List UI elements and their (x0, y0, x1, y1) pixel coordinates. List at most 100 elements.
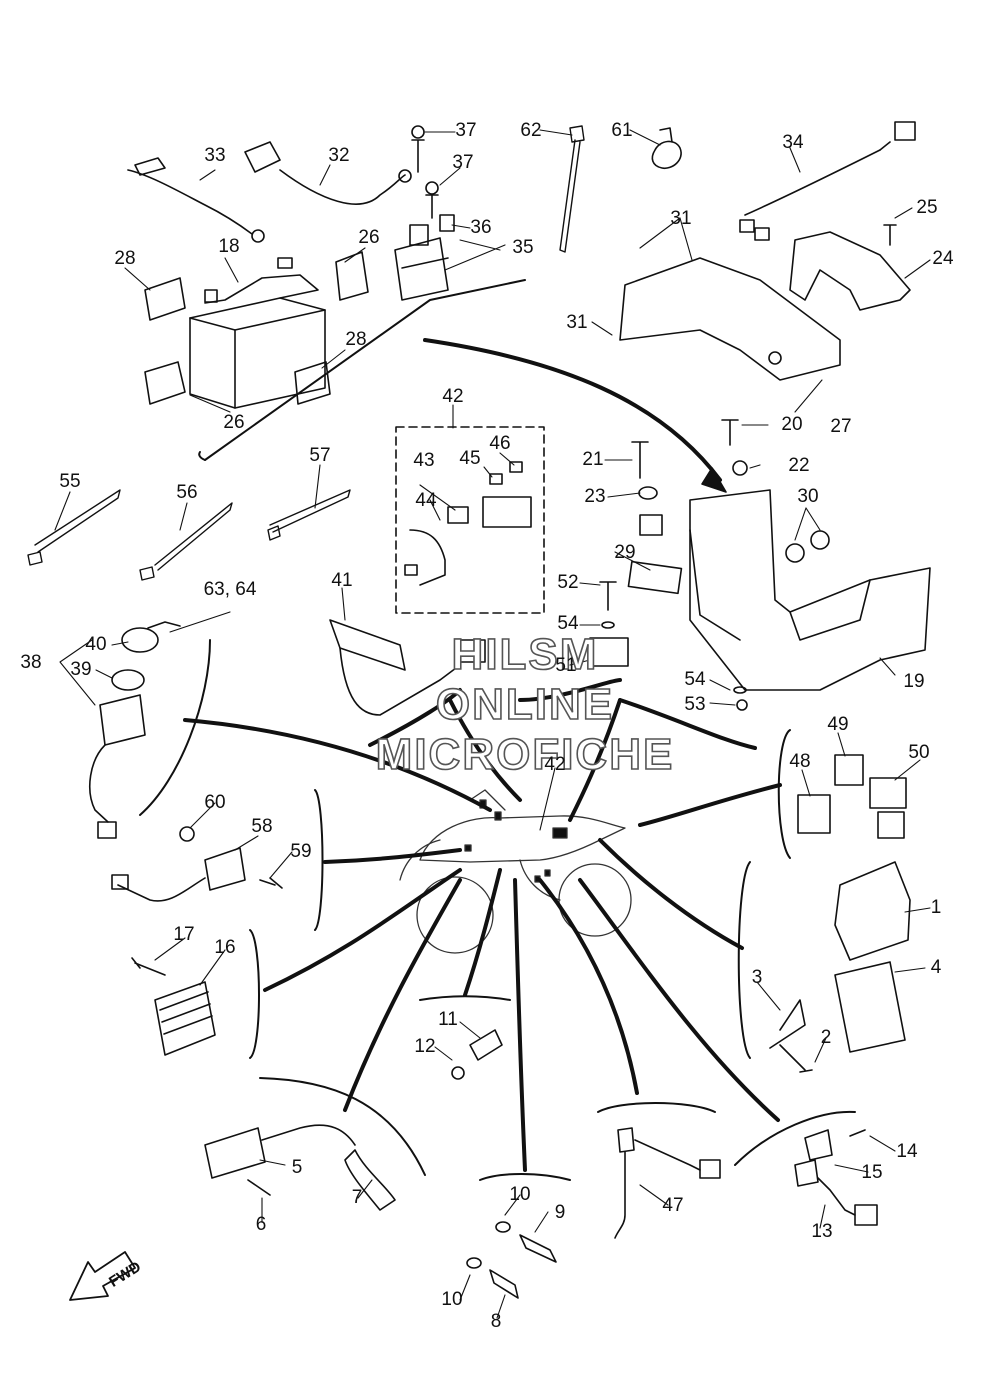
callout-37b: 37 (452, 152, 474, 173)
callout-16: 16 (214, 937, 236, 958)
callout-1: 1 (930, 897, 942, 918)
sidestand-switch-icon (794, 1129, 878, 1226)
callout-57: 57 (309, 445, 331, 466)
callout-35: 35 (512, 237, 534, 258)
callout-52: 52 (557, 572, 579, 593)
battery-box-icon (627, 419, 931, 691)
cdi-unit-icon (769, 861, 911, 1073)
callout-41: 41 (331, 570, 353, 591)
callout-17: 17 (173, 924, 195, 945)
watermark-line-1: HILSM (451, 629, 599, 680)
callout-50: 50 (908, 742, 930, 763)
callout-38: 38 (20, 652, 42, 673)
callout-54a: 54 (557, 613, 579, 634)
sub-lead-icon (739, 121, 916, 241)
callout-46: 46 (489, 433, 511, 454)
callout-28b: 28 (345, 329, 367, 350)
callout-10a: 10 (509, 1184, 531, 1205)
callout-48: 48 (789, 751, 811, 772)
callout-56: 56 (176, 482, 198, 503)
callout-34: 34 (782, 132, 804, 153)
callout-51: 51 (555, 655, 577, 676)
callout-18: 18 (218, 236, 240, 257)
callout-2: 2 (820, 1027, 832, 1048)
callout-44: 44 (415, 490, 437, 511)
callout-23: 23 (584, 486, 606, 507)
level-switch-icon (614, 1127, 721, 1239)
callout-55: 55 (59, 471, 81, 492)
main-switch-icon (89, 621, 181, 839)
relay-set-icon (797, 754, 907, 839)
callout-4: 4 (930, 957, 942, 978)
bracket-icon (619, 224, 911, 381)
callout-15: 15 (861, 1162, 883, 1183)
callout-59: 59 (290, 841, 312, 862)
callout-3: 3 (751, 967, 763, 988)
callout-47: 47 (662, 1195, 684, 1216)
battery-cable-icons (127, 141, 412, 243)
group-brackets (139, 279, 856, 1181)
relay-icon (394, 125, 455, 301)
callout-37a: 37 (455, 120, 477, 141)
callout-26b: 26 (223, 412, 245, 433)
rectifier-icon (131, 957, 216, 1056)
callout-40: 40 (85, 634, 107, 655)
callout-31b: 31 (566, 312, 588, 333)
callout-42b: 42 (544, 754, 566, 775)
callout-63-64: 63, 64 (203, 579, 257, 600)
harness-subassembly-parts (404, 461, 532, 586)
lean-angle-sensor-icon (111, 826, 283, 902)
callout-12: 12 (414, 1036, 436, 1057)
callout-49: 49 (827, 714, 849, 735)
headlight-unit-icon (329, 619, 486, 716)
callout-61: 61 (611, 120, 633, 141)
callout-24: 24 (932, 248, 954, 269)
callout-43: 43 (413, 450, 435, 471)
callout-6: 6 (255, 1214, 267, 1235)
speed-sensor-icon (451, 1029, 503, 1080)
watermark-line-2: ONLINE (435, 679, 615, 730)
callout-10b: 10 (441, 1289, 463, 1310)
callout-32: 32 (328, 145, 350, 166)
callout-45: 45 (459, 448, 481, 469)
callout-7: 7 (351, 1187, 363, 1208)
ignition-coil-icon (204, 1124, 396, 1211)
callout-21: 21 (582, 449, 604, 470)
watermark-line-3: MICROFICHE (375, 729, 675, 780)
callout-leader-lines (54, 129, 931, 1319)
callout-25: 25 (916, 197, 938, 218)
callout-30: 30 (797, 486, 819, 507)
callout-31a: 31 (670, 208, 692, 229)
callout-11: 11 (438, 1009, 458, 1030)
callout-42a: 42 (442, 386, 464, 407)
callout-60: 60 (204, 792, 226, 813)
harness-arrowhead (701, 467, 727, 493)
callout-53: 53 (684, 694, 706, 715)
callout-9: 9 (554, 1202, 566, 1223)
wire-harness-subassembly-box (395, 426, 545, 614)
callout-14: 14 (896, 1141, 918, 1162)
callout-8: 8 (490, 1311, 502, 1332)
callout-26a: 26 (358, 227, 380, 248)
callout-36: 36 (470, 217, 492, 238)
callout-62: 62 (520, 120, 542, 141)
callout-28a: 28 (114, 248, 136, 269)
callout-5: 5 (291, 1157, 303, 1178)
clamp-icon (651, 127, 682, 170)
callout-33: 33 (204, 145, 226, 166)
callout-22: 22 (788, 455, 810, 476)
sensor-icon (589, 581, 748, 711)
temperature-sensor-icon (466, 1221, 557, 1299)
callout-39: 39 (70, 659, 92, 680)
battery-icon (189, 257, 326, 409)
cable-tie-icon (27, 125, 585, 581)
callout-13: 13 (811, 1221, 833, 1242)
callout-29: 29 (614, 542, 636, 563)
callout-27: 27 (830, 416, 852, 437)
harness-routing-lines (183, 338, 782, 1172)
callout-54b: 54 (684, 669, 706, 690)
callout-19: 19 (903, 671, 925, 692)
battery-pad-icons (144, 251, 369, 405)
fwd-arrow-icon (69, 1251, 136, 1301)
